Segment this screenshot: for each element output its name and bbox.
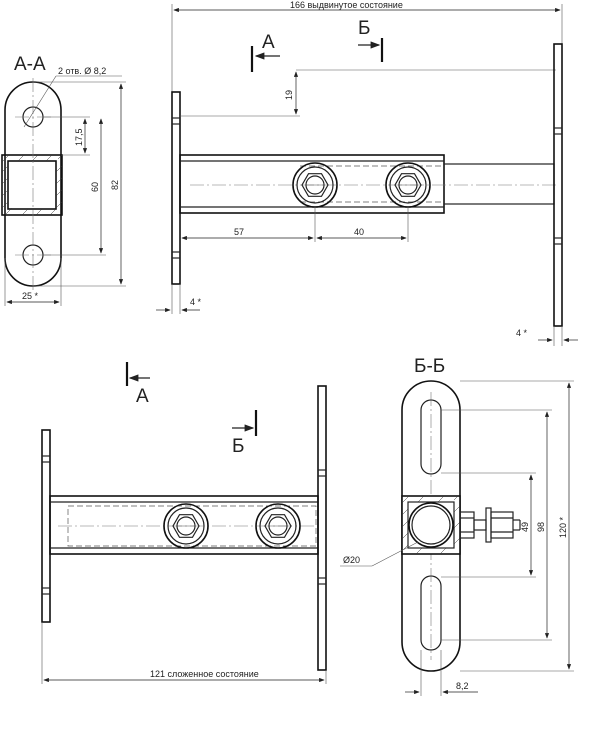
dim-17-5: 17,5 bbox=[74, 128, 84, 146]
folded-view: А Б bbox=[41, 362, 327, 684]
dim-8-2: 8,2 bbox=[456, 681, 469, 691]
folded-bolt-2 bbox=[255, 503, 301, 549]
dim-4-left: 4 * bbox=[190, 297, 202, 307]
dim-folded-length: 121 сложенное состояние bbox=[150, 669, 259, 679]
folded-right-plate bbox=[317, 385, 327, 671]
extended-left-plate bbox=[171, 91, 181, 285]
cut-marker-a-top: А bbox=[250, 32, 280, 72]
section-aa-view: А-А bbox=[1, 54, 126, 306]
section-bb-bolt bbox=[459, 507, 521, 543]
svg-text:Б: Б bbox=[358, 18, 370, 39]
section-aa-tube-inner bbox=[7, 160, 57, 210]
folded-bolt-1 bbox=[163, 503, 209, 549]
dim-40: 40 bbox=[354, 227, 364, 237]
dim-98: 98 bbox=[536, 522, 546, 532]
dim-19: 19 bbox=[284, 90, 294, 100]
section-bb-view: Б-Б bbox=[340, 356, 574, 696]
section-bb-pipe bbox=[408, 502, 454, 548]
extended-view: 166 выдвинутое состояние А Б 19 bbox=[156, 0, 578, 346]
folded-left-plate bbox=[41, 429, 51, 623]
dim-49: 49 bbox=[520, 522, 530, 532]
dim-25: 25 * bbox=[22, 291, 39, 301]
section-bb-plate bbox=[401, 380, 461, 672]
cut-marker-b-bottom: Б bbox=[232, 410, 258, 457]
svg-text:А: А bbox=[262, 32, 275, 53]
svg-text:Б: Б bbox=[232, 436, 244, 457]
cut-marker-b-top: Б bbox=[358, 18, 384, 62]
section-bb-label: Б-Б bbox=[414, 356, 445, 377]
extended-right-plate bbox=[553, 43, 563, 327]
extended-inner-tube bbox=[443, 163, 555, 205]
section-aa-label: А-А bbox=[14, 54, 46, 75]
cut-marker-a-bottom: А bbox=[125, 362, 150, 407]
dim-82: 82 bbox=[110, 180, 120, 190]
dim-57: 57 bbox=[234, 227, 244, 237]
section-aa-tube-outer bbox=[1, 154, 63, 216]
dim-extended-length: 166 выдвинутое состояние bbox=[290, 0, 403, 10]
section-aa-hatch bbox=[1, 154, 63, 216]
dim-120: 120 * bbox=[558, 516, 568, 538]
section-bb-tube-outer bbox=[401, 495, 461, 555]
dim-4-right: 4 * bbox=[516, 328, 528, 338]
section-bb-tube-inner bbox=[407, 501, 455, 549]
dim-diameter-20: Ø20 bbox=[343, 555, 360, 565]
section-aa-hole-note: 2 отв. Ø 8,2 bbox=[58, 66, 106, 76]
svg-text:А: А bbox=[136, 386, 149, 407]
dim-60: 60 bbox=[90, 182, 100, 192]
